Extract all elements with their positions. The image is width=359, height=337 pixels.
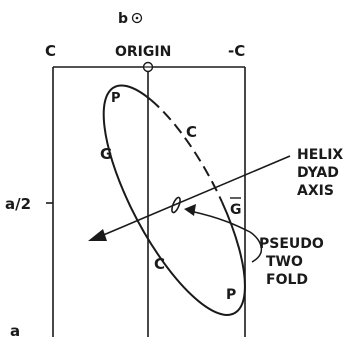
unit-cell-box bbox=[46, 66, 246, 337]
helix-dyad-axis-arrow bbox=[88, 155, 291, 241]
strand-label-c-lower: C bbox=[154, 255, 165, 273]
b-axis-label: b bbox=[118, 11, 128, 27]
svg-text:PSEUDO: PSEUDO bbox=[259, 236, 324, 252]
svg-text:G: G bbox=[230, 202, 242, 218]
c-axis-left-label: C bbox=[45, 42, 56, 60]
svg-text:TWO: TWO bbox=[266, 254, 303, 270]
helix-strand-solid bbox=[102, 84, 246, 316]
strand-label-c-upper: C bbox=[186, 123, 197, 141]
pseudo-two-fold-symbol-icon bbox=[171, 196, 181, 214]
svg-text:AXIS: AXIS bbox=[297, 183, 334, 199]
origin-marker-icon bbox=[142, 61, 154, 73]
svg-text:DYAD: DYAD bbox=[297, 165, 339, 181]
helix-strand-dashed bbox=[150, 99, 223, 203]
helix-dyad-axis-label: HELIX DYAD AXIS bbox=[297, 147, 343, 199]
origin-label: ORIGIN bbox=[115, 44, 171, 60]
svg-text:HELIX: HELIX bbox=[297, 147, 343, 163]
pseudo-two-fold-label: PSEUDO TWO FOLD bbox=[259, 236, 324, 288]
b-axis-out-of-plane-icon bbox=[131, 12, 143, 24]
c-axis-right-label: -C bbox=[228, 42, 245, 60]
strand-label-p-bottom: P bbox=[226, 287, 236, 303]
strand-label-g-left: G bbox=[100, 145, 112, 163]
half-a-label: a/2 bbox=[5, 195, 31, 213]
svg-text:FOLD: FOLD bbox=[266, 272, 308, 288]
a-axis-bottom-label: a bbox=[10, 322, 20, 337]
pseudo-two-fold-pointer-arrow bbox=[184, 204, 263, 263]
strand-label-p-top: P bbox=[111, 91, 121, 106]
strand-label-g-bar: G bbox=[230, 197, 242, 218]
